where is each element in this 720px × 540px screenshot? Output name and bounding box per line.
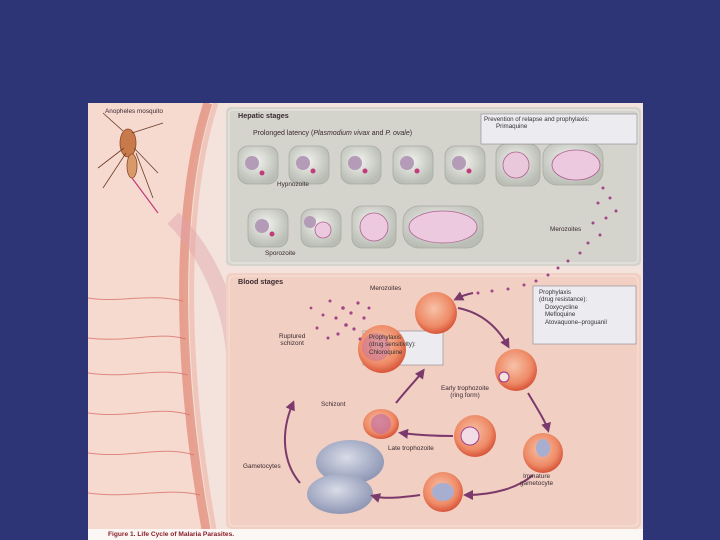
figure-number: Figure 1. xyxy=(108,531,136,538)
hepatic-stages-title: Hepatic stages xyxy=(238,111,289,120)
relapse-box-line2: Primaquine xyxy=(496,123,528,131)
skin-edge xyxy=(179,103,213,540)
prophylaxis-resistance-box: Prophylaxis (drug resistance): Doxycycli… xyxy=(539,289,607,326)
cycle-arrows xyxy=(283,291,551,503)
relapse-prophylaxis-box: Prevention of relapse and prophylaxis: P… xyxy=(481,114,637,143)
merozoite-stream xyxy=(476,186,618,295)
diagram-artwork xyxy=(88,103,643,540)
hepatocyte-row-2 xyxy=(247,205,484,249)
immature-gametocyte-label: Immature gametocyte xyxy=(520,473,554,488)
hepatic-merozoites-label: Merozoites xyxy=(550,226,582,233)
figure-caption-text: Life Cycle of Malaria Parasites. xyxy=(137,531,235,538)
mosquito-drawing xyxy=(97,112,164,214)
prophylaxis-sensitivity-box: Prophylaxis (drug sensitivity): Chloroqu… xyxy=(369,334,416,356)
relapse-box-bg xyxy=(480,113,638,145)
early-trophozoite-label: Early trophozoite (ring form) xyxy=(441,385,489,400)
figure-caption: Figure 1. Life Cycle of Malaria Parasite… xyxy=(88,529,643,540)
hypnozoite-label: Hypnozoite xyxy=(277,181,309,188)
ruptured-schizont-label: Ruptured schizont xyxy=(279,333,306,348)
sporozoite-label: Sporozoite xyxy=(265,250,296,257)
skin-area xyxy=(88,103,208,540)
mosquito-label: Anopheles mosquito xyxy=(105,108,163,115)
schizont-label: Schizont xyxy=(321,401,346,408)
gametocytes-label: Gametocytes xyxy=(243,463,281,470)
late-trophozoite-label: Late trophozoite xyxy=(388,445,434,452)
capillaries xyxy=(88,297,201,496)
prolonged-latency-label: Prolonged latency (Plasmodium vivax and … xyxy=(253,130,413,137)
blood-stages-title: Blood stages xyxy=(238,277,284,286)
rbc-cycle xyxy=(307,292,563,514)
blood-merozoites-label: Merozoites xyxy=(370,285,402,292)
hepatocyte-row-1 xyxy=(237,142,604,187)
relapse-box-line1: Prevention of relapse and prophylaxis: xyxy=(484,116,590,123)
merozoite-cluster xyxy=(309,299,371,341)
malaria-lifecycle-figure: Anopheles mosquito Hepatic stages Prolon… xyxy=(88,103,643,540)
